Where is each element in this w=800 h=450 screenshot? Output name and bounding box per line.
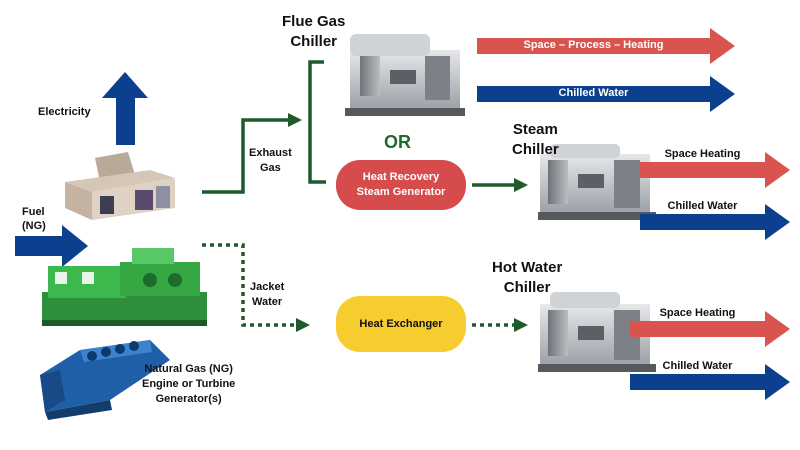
enclosed-generator-icon xyxy=(65,152,175,220)
blue-arrow-steam-chilled xyxy=(640,204,790,240)
arrow-right-icon xyxy=(15,225,88,267)
red-arrow-flue-heating xyxy=(477,28,735,64)
or-label: OR xyxy=(384,132,411,152)
generator-label: Natural Gas (NG) Engine or Turbine Gener… xyxy=(142,363,236,405)
steam-heating-output-label: Space Heating xyxy=(664,148,741,160)
heat-recovery-steam-generator-node: Heat Recovery Steam Generator xyxy=(336,160,466,210)
flue-heating-output-label: Space – Process – Heating xyxy=(523,39,664,51)
hot-chilled-output-label: Chilled Water xyxy=(662,360,733,372)
steam-chiller-title: Steam Chiller xyxy=(512,121,559,158)
flue-chilled-output-label: Chilled Water xyxy=(558,87,629,99)
hot-water-chiller-title: Hot Water Chiller xyxy=(492,259,563,296)
hot-heating-output-label: Space Heating xyxy=(659,307,736,319)
electricity-label: Electricity xyxy=(38,106,91,118)
steam-connector xyxy=(472,178,528,192)
jacket-water-connector xyxy=(202,243,518,327)
absorption-chiller-icon xyxy=(345,34,465,116)
turbine-generator-icon xyxy=(40,340,170,420)
blue-arrow-flue-chilled xyxy=(477,76,735,112)
exhaust-gas-connector xyxy=(202,60,326,194)
arrow-up-icon xyxy=(102,72,148,145)
output-arrows xyxy=(477,28,790,400)
hot-water-arrowhead xyxy=(514,318,528,332)
fuel-label: Fuel (NG) xyxy=(22,206,46,233)
jacket-water-arrowhead xyxy=(296,318,310,332)
absorption-chiller-icon xyxy=(538,144,656,220)
steam-chilled-output-label: Chilled Water xyxy=(667,200,738,212)
blue-arrow-hot-chilled xyxy=(630,364,790,400)
exhaust-gas-label: Exhaust Gas xyxy=(249,147,292,174)
jacket-water-label: Jacket Water xyxy=(250,281,285,308)
exhaust-arrowhead xyxy=(288,113,302,127)
red-arrow-steam-heating xyxy=(640,152,790,188)
heat-exchanger-node: Heat Exchanger xyxy=(336,296,466,352)
flue-gas-chiller-title: Flue Gas Chiller xyxy=(282,13,346,50)
gas-engine-icon xyxy=(42,248,207,326)
red-arrow-hot-heating xyxy=(630,311,790,347)
